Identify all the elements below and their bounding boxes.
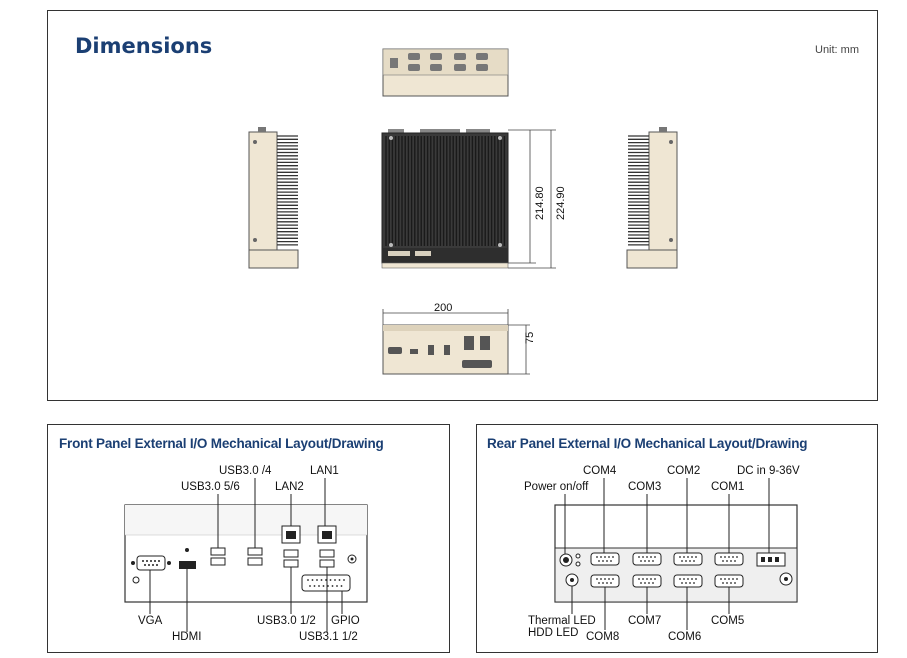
depth-dimension-lines: [508, 129, 556, 269]
rear-panel-box: [476, 424, 878, 653]
rear-label-power: Power on/off: [524, 481, 589, 493]
front-panel-title: Front Panel External I/O Mechanical Layo…: [59, 436, 384, 451]
dim-depth-outer-label: 224.90: [555, 186, 567, 220]
dimensions-title: Dimensions: [75, 34, 213, 58]
rear-label-thermal-led: Thermal LED: [528, 615, 596, 627]
rear-label-dc-in: DC in 9-36V: [737, 465, 800, 477]
rear-label-com8: COM8: [586, 631, 620, 643]
unit-label: Unit: mm: [815, 44, 859, 56]
left-side-view-drawing: [248, 127, 299, 269]
front-label-vga: VGA: [138, 615, 163, 627]
dim-width-label: 200: [434, 302, 453, 314]
front-label-gpio: GPIO: [331, 615, 360, 627]
rear-label-com5: COM5: [711, 615, 745, 627]
right-side-view-drawing: [626, 127, 678, 269]
main-top-view-drawing: [381, 129, 509, 269]
rear-panel-title: Rear Panel External I/O Mechanical Layou…: [487, 436, 808, 451]
dim-depth-inner-label: 214.80: [534, 186, 546, 220]
rear-label-hdd-led: HDD LED: [528, 627, 579, 639]
rear-label-com2: COM2: [667, 465, 701, 477]
dim-height-label: 75: [524, 331, 536, 344]
rear-label-com4: COM4: [583, 465, 617, 477]
front-panel-box: [47, 424, 450, 653]
rear-label-com7: COM7: [628, 615, 662, 627]
front-label-usb30-56: USB3.0 5/6: [181, 481, 240, 493]
front-panel-drawing: [124, 478, 368, 632]
top-view-drawing: [382, 48, 509, 97]
front-label-usb30-12: USB3.0 1/2: [257, 615, 316, 627]
front-label-lan1: LAN1: [310, 465, 339, 477]
front-label-usb30-4: USB3.0 /4: [219, 465, 272, 477]
rear-label-com6: COM6: [668, 631, 702, 643]
front-label-usb31-12: USB3.1 1/2: [299, 631, 358, 643]
front-view-drawing: [382, 309, 530, 375]
rear-panel-drawing: [554, 478, 798, 630]
rear-label-com3: COM3: [628, 481, 662, 493]
front-label-hdmi: HDMI: [172, 631, 202, 643]
rear-label-com1: COM1: [711, 481, 745, 493]
front-label-lan2: LAN2: [275, 481, 304, 493]
